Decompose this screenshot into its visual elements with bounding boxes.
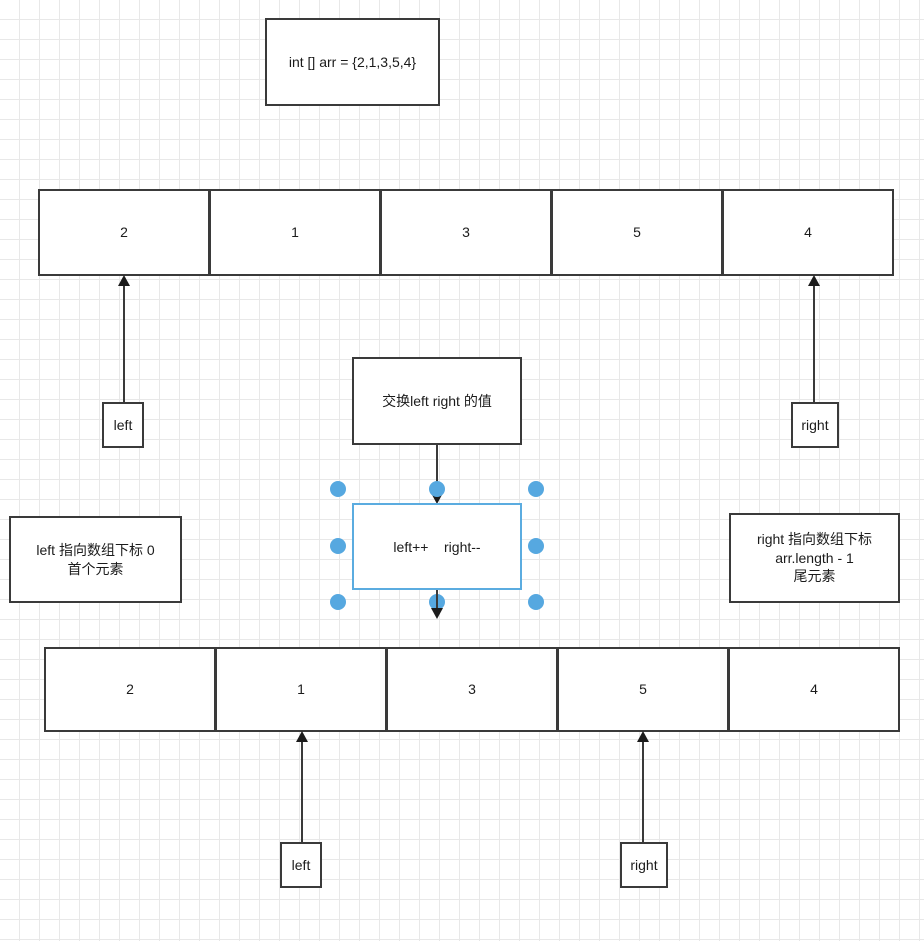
bottom-right-pointer-label[interactable]: right <box>620 842 668 888</box>
top-left-pointer-arrowhead <box>118 275 130 286</box>
bottom-left-pointer-arrowhead <box>296 731 308 742</box>
top-array-cell-0[interactable]: 2 <box>38 189 210 276</box>
swap-to-step-arrowhead <box>431 493 443 504</box>
top-right-pointer-arrowhead <box>808 275 820 286</box>
selection-handle-top-right[interactable] <box>528 481 544 497</box>
bottom-array-cell-1[interactable]: 1 <box>215 647 387 732</box>
bottom-left-pointer-label[interactable]: left <box>280 842 322 888</box>
step-outgoing-connector <box>436 590 438 610</box>
swap-to-step-connector <box>436 445 438 495</box>
top-array-cell-2[interactable]: 3 <box>380 189 552 276</box>
bottom-left-pointer-connector <box>301 740 303 842</box>
top-left-pointer-label[interactable]: left <box>102 402 144 448</box>
left-pointer-note[interactable]: left 指向数组下标 0 首个元素 <box>9 516 182 603</box>
top-array-cell-4[interactable]: 4 <box>722 189 894 276</box>
top-array-cell-3[interactable]: 5 <box>551 189 723 276</box>
top-array-cell-1[interactable]: 1 <box>209 189 381 276</box>
step-outgoing-arrowhead <box>431 608 443 619</box>
selection-handle-top-center[interactable] <box>429 481 445 497</box>
selection-handle-middle-right[interactable] <box>528 538 544 554</box>
selection-handle-middle-left[interactable] <box>330 538 346 554</box>
bottom-right-pointer-arrowhead <box>637 731 649 742</box>
bottom-array-cell-3[interactable]: 5 <box>557 647 729 732</box>
increment-decrement-box[interactable]: left++ right-- <box>352 503 522 590</box>
bottom-array-cell-2[interactable]: 3 <box>386 647 558 732</box>
top-right-pointer-label[interactable]: right <box>791 402 839 448</box>
bottom-right-pointer-connector <box>642 740 644 842</box>
selection-handle-top-left[interactable] <box>330 481 346 497</box>
selection-handle-bottom-right[interactable] <box>528 594 544 610</box>
bottom-array-cell-0[interactable]: 2 <box>44 647 216 732</box>
top-right-pointer-connector <box>813 284 815 402</box>
code-declaration-box[interactable]: int [] arr = {2,1,3,5,4} <box>265 18 440 106</box>
selection-handle-bottom-left[interactable] <box>330 594 346 610</box>
bottom-array-cell-4[interactable]: 4 <box>728 647 900 732</box>
right-pointer-note[interactable]: right 指向数组下标 arr.length - 1 尾元素 <box>729 513 900 603</box>
top-left-pointer-connector <box>123 284 125 402</box>
swap-instruction-box[interactable]: 交换left right 的值 <box>352 357 522 445</box>
